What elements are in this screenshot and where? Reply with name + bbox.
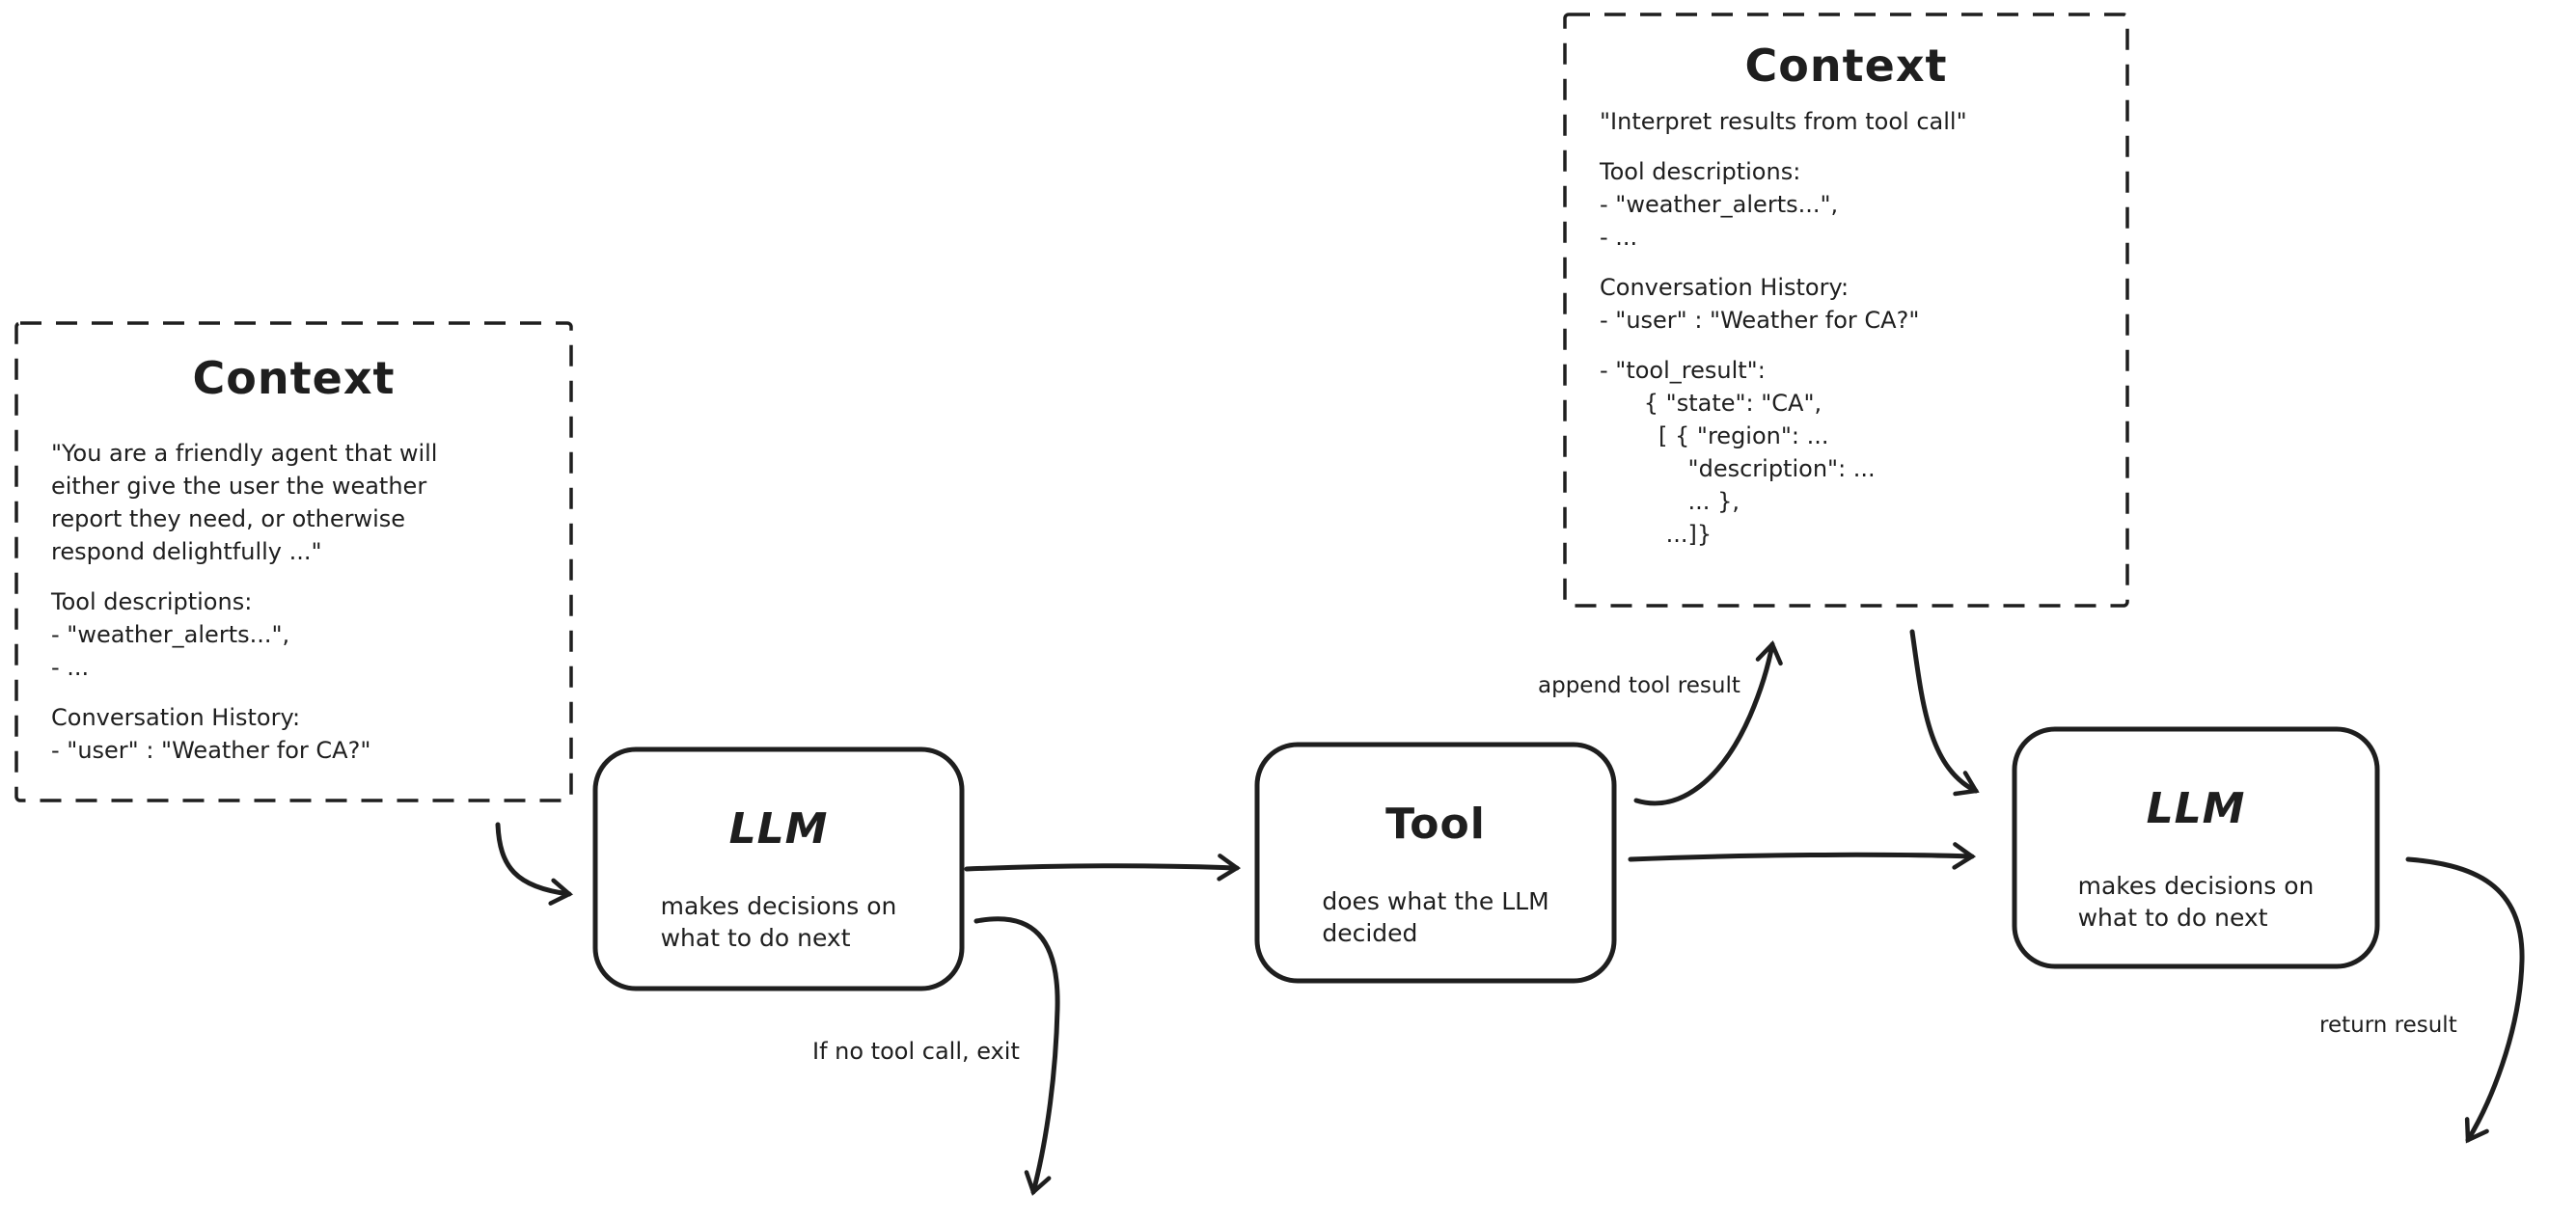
arrow-tool-to-llm2 (1628, 842, 1977, 870)
context-box-right-body: "Interpret results from tool call"Tool d… (1600, 108, 1967, 548)
label-if-no-tool-call-exit: If no tool call, exit (812, 1038, 1020, 1065)
arrow-return-result (2405, 856, 2525, 1144)
label-append-tool-result: append tool result (1538, 673, 1740, 698)
context-box-left: Context "You are a friendly agent that w… (16, 323, 571, 800)
llm-box-2-title: LLM (2146, 784, 2246, 833)
arrow-append-tool-result (1633, 640, 1783, 806)
arrow-context-to-llm1 (495, 822, 574, 906)
context-box-left-title: Context (192, 352, 396, 404)
arrow-llm1-to-tool (964, 854, 1242, 882)
context-box-right: Context "Interpret results from tool cal… (1565, 14, 2127, 606)
arrow-context-to-llm2 (1909, 629, 1980, 797)
context-box-right-title: Context (1744, 40, 1948, 92)
llm-box-1-title: LLM (728, 804, 829, 854)
tool-box-title: Tool (1385, 800, 1486, 849)
label-return-result: return result (2319, 1013, 2457, 1038)
